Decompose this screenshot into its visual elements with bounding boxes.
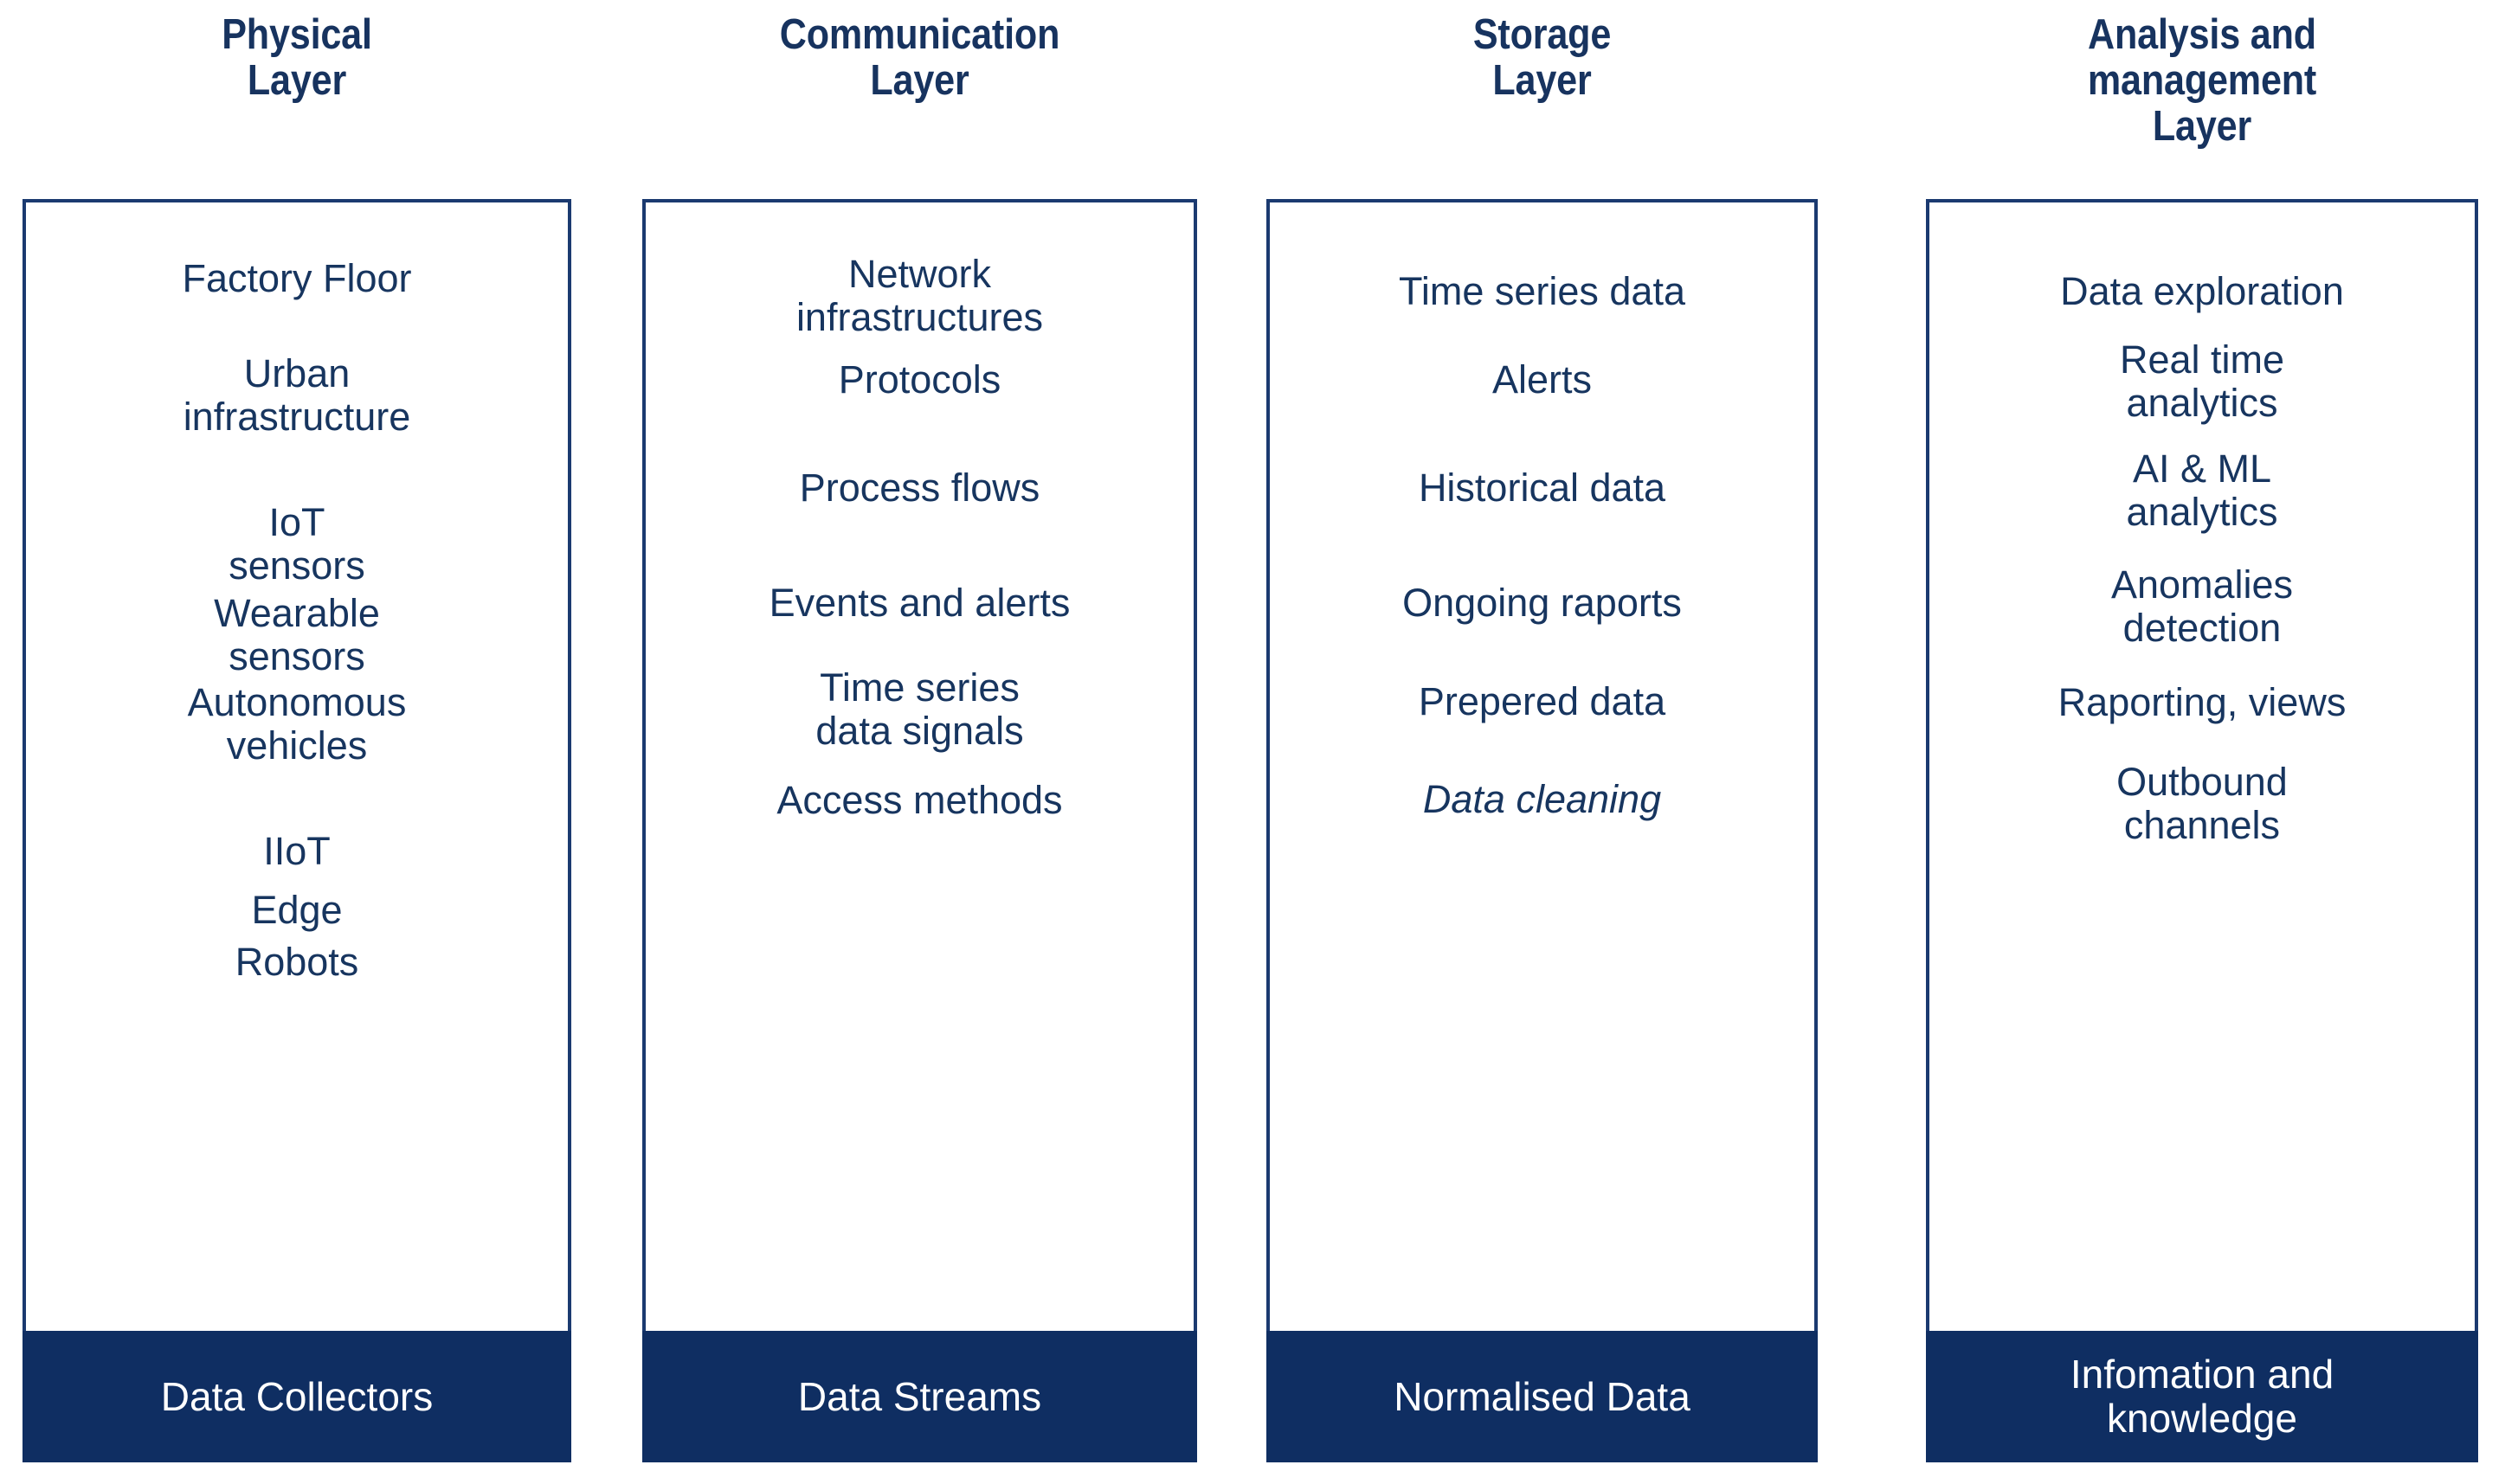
layer-output-band-analysis-and-management-layer: Infomation and knowledge — [1926, 1331, 2478, 1462]
layer-item: Robots — [235, 940, 359, 984]
layer-item: Outbound channels — [2116, 760, 2288, 848]
layer-header-line: Layer — [2152, 102, 2252, 150]
layer-item: Time series data — [1399, 269, 1685, 313]
layer-item: Raporting, views — [2057, 680, 2347, 724]
layer-header-line: Storage — [1472, 11, 1612, 58]
layer-header-line: management — [2087, 56, 2317, 104]
layer-header-line: Communication — [779, 11, 1060, 58]
layer-output-band-communication-layer: Data Streams — [642, 1331, 1197, 1462]
layer-item: Prepered data — [1418, 679, 1666, 723]
layer-item: Access methods — [776, 778, 1063, 822]
layer-item: Events and alerts — [769, 581, 1071, 625]
layer-item: Data cleaning — [1422, 777, 1662, 821]
layer-output-band-physical-layer: Data Collectors — [23, 1331, 571, 1462]
layer-header-line: Physical — [222, 11, 372, 58]
layer-item: Real time analytics — [2119, 337, 2285, 426]
layer-output-band-storage-layer: Normalised Data — [1266, 1331, 1818, 1462]
layer-header-line: Layer — [870, 56, 969, 104]
layer-item: Time series data signals — [815, 665, 1024, 754]
layer-item: Autonomous vehicles — [187, 680, 407, 768]
layer-item: Alerts — [1491, 357, 1593, 402]
layer-header-line: Layer — [1492, 56, 1592, 104]
layer-item: AI & ML analytics — [2126, 446, 2278, 535]
layer-item: Edge — [251, 888, 343, 932]
layer-item: Anomalies detection — [2110, 562, 2294, 651]
layer-item: Factory Floor — [182, 256, 412, 300]
layer-item: Historical data — [1418, 466, 1666, 510]
layer-item: Network infrastructures — [795, 252, 1044, 340]
layer-item: IIoT — [263, 829, 331, 873]
layer-item: Protocols — [838, 357, 1001, 402]
layer-item: Ongoing raports — [1402, 581, 1682, 625]
layer-item: Process flows — [799, 466, 1040, 510]
layer-header-line: Layer — [247, 56, 347, 104]
layer-item: Data exploration — [2060, 269, 2344, 313]
layer-item: Urban infrastructure — [183, 351, 411, 440]
layer-item: Wearable sensors — [214, 591, 380, 679]
layer-item: IoT sensors — [229, 500, 365, 588]
layer-header-line: Analysis and — [2088, 11, 2316, 58]
